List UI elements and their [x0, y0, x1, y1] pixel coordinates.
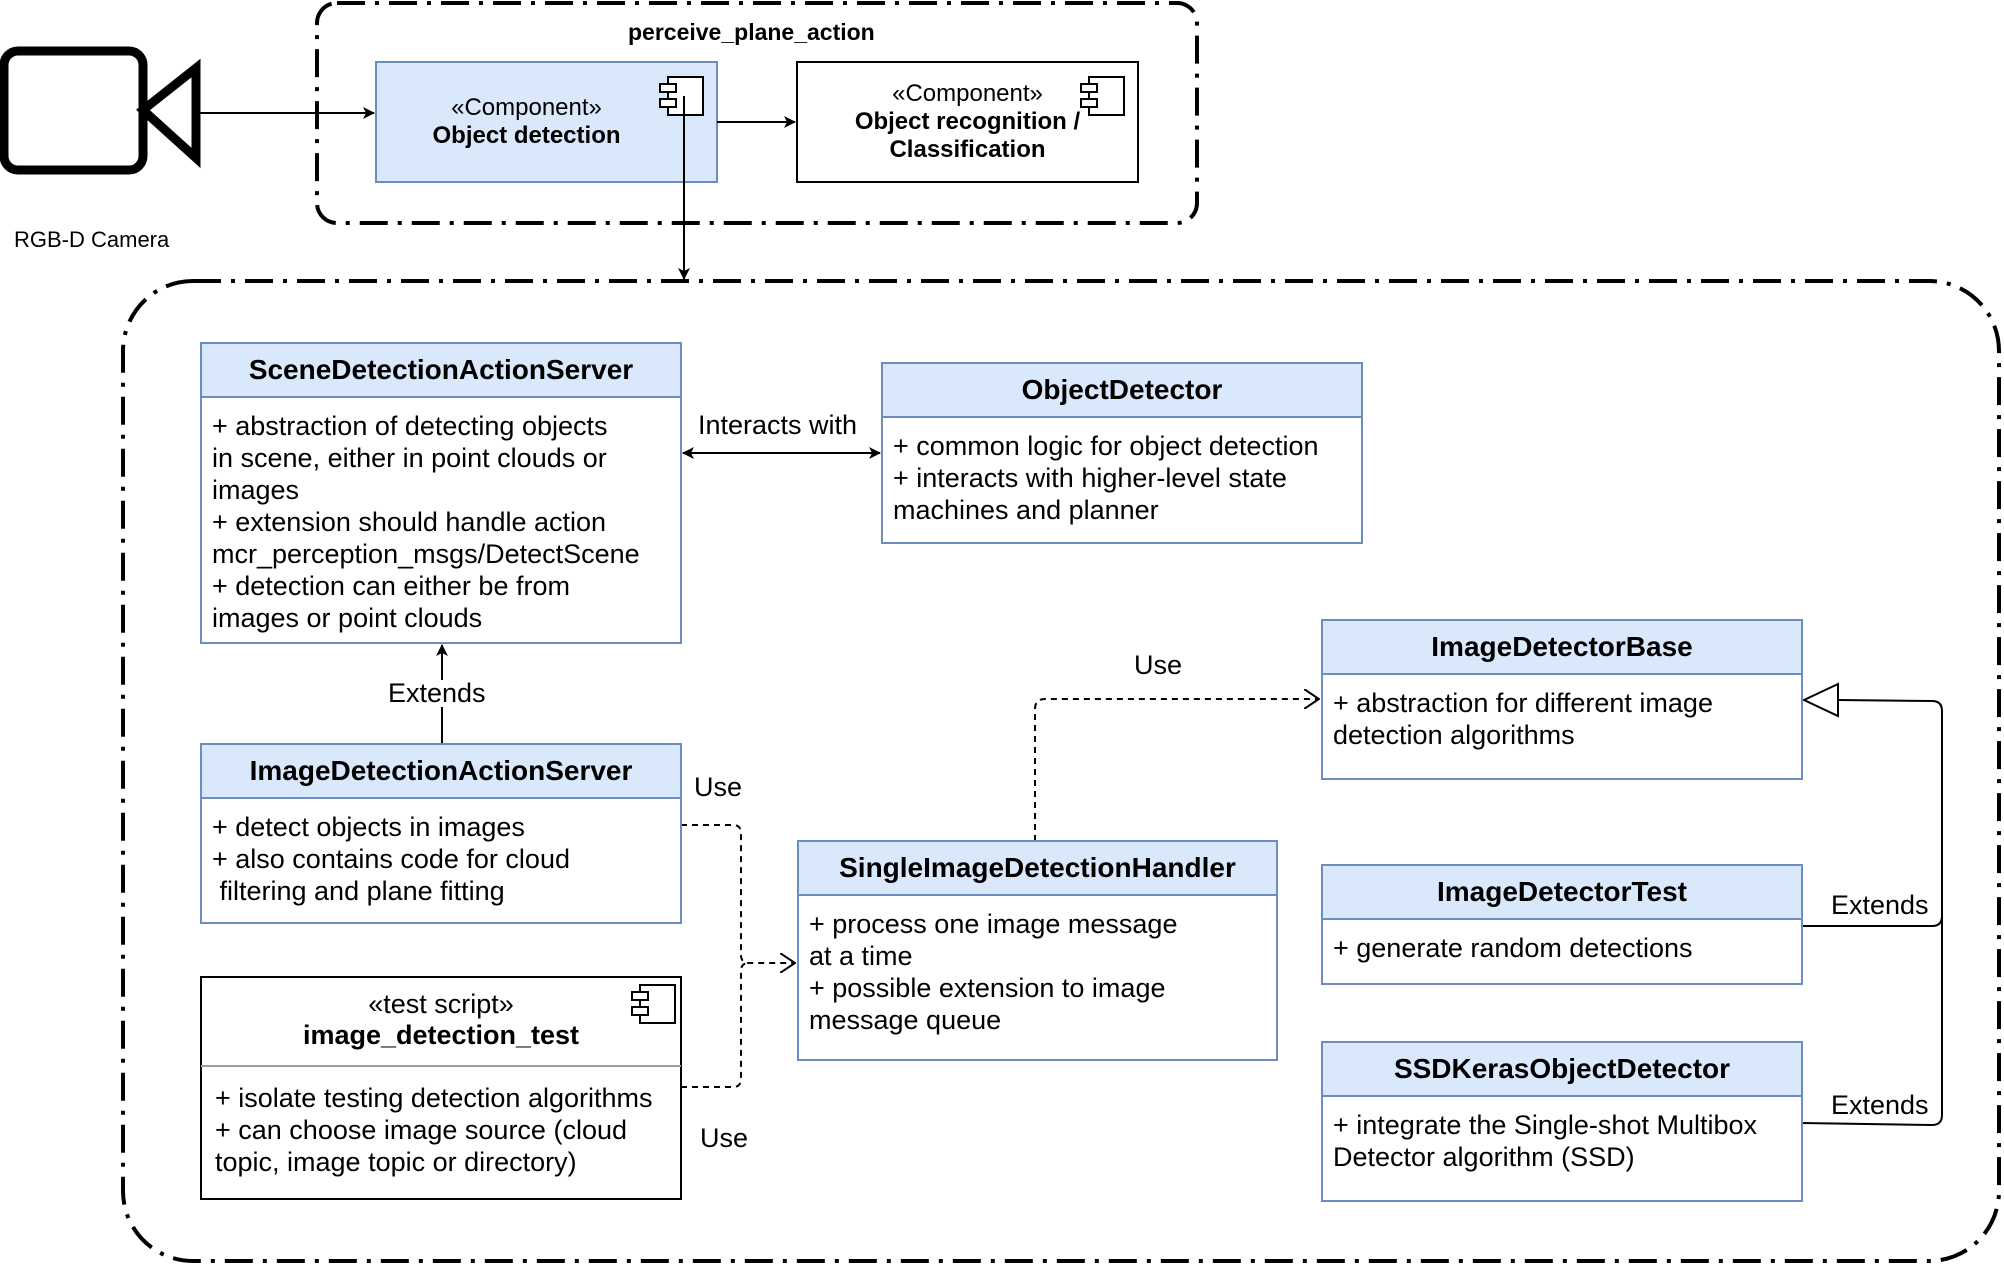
- image-detection-test-box[interactable]: [200, 976, 682, 1200]
- ssd-keras-object-detector-class[interactable]: SSDKerasObjectDetector + integrate the S…: [1321, 1041, 1803, 1202]
- component-name-line-2: Classification: [889, 136, 1046, 163]
- class-line: images or point clouds: [212, 603, 483, 633]
- class-line: + detect objects in images: [212, 812, 525, 842]
- scene-detection-action-server-class[interactable]: SceneDetectionActionServer + abstraction…: [200, 342, 682, 644]
- class-line: + abstraction for different image: [1333, 688, 1713, 718]
- class-body: + integrate the Single-shot Multibox Det…: [1323, 1097, 1801, 1173]
- extends-label: Extends: [1831, 890, 1929, 920]
- class-line: + possible extension to image: [809, 973, 1166, 1003]
- camera-label: RGB-D Camera: [14, 227, 170, 252]
- class-line: + abstraction of detecting objects: [212, 411, 608, 441]
- class-line: in scene, either in point clouds or: [212, 443, 607, 473]
- extends-ssd-arrow: [1801, 916, 1943, 1127]
- image-detection-action-server-class[interactable]: ImageDetectionActionServer + detect obje…: [200, 743, 682, 924]
- class-line: message queue: [809, 1005, 1002, 1035]
- test-script-line: + isolate testing detection algorithms: [215, 1083, 653, 1113]
- class-title: ImageDetectionActionServer: [202, 745, 680, 799]
- class-line: + interacts with higher-level state: [893, 463, 1287, 493]
- class-line: + extension should handle action: [212, 507, 607, 537]
- component-icon: [1080, 76, 1125, 116]
- extends-test-arrow: [1802, 699, 1943, 927]
- class-line: detection algorithms: [1333, 720, 1575, 750]
- image-detector-base-class[interactable]: ImageDetectorBase + abstraction for diff…: [1321, 619, 1803, 780]
- class-title: ImageDetectorTest: [1323, 866, 1801, 920]
- component-name-line-1: Object recognition /: [854, 108, 1081, 135]
- use-label: Use: [694, 772, 743, 802]
- component-stereotype: «Component»: [892, 80, 1043, 107]
- class-line: Detector algorithm (SSD): [1333, 1142, 1635, 1172]
- extends-label: Extends: [1831, 1090, 1929, 1120]
- test-script-line: + can choose image source (cloud: [215, 1115, 627, 1145]
- object-detector-class[interactable]: ObjectDetector + common logic for object…: [881, 362, 1363, 544]
- class-line: machines and planner: [893, 495, 1159, 525]
- class-title: ImageDetectorBase: [1323, 621, 1801, 675]
- class-body: + abstraction for different image detect…: [1323, 675, 1801, 751]
- object-detection-component-box[interactable]: [375, 61, 718, 183]
- top-group-title: perceive_plane_action: [628, 19, 875, 45]
- test-script-line: topic, image topic or directory): [215, 1147, 577, 1177]
- class-body: + common logic for object detection + in…: [883, 418, 1361, 526]
- use-test-arrow: [681, 962, 750, 1088]
- class-title: SingleImageDetectionHandler: [799, 842, 1276, 896]
- class-line: + integrate the Single-shot Multibox: [1333, 1110, 1757, 1140]
- use-label: Use: [1134, 650, 1183, 680]
- component-stereotype: «Component»: [451, 94, 602, 121]
- component-icon: [659, 76, 704, 116]
- class-body: + detect objects in images + also contai…: [202, 799, 680, 907]
- class-line: images: [212, 475, 300, 505]
- class-line: at a time: [809, 941, 913, 971]
- class-line: mcr_perception_msgs/DetectScene: [212, 539, 640, 569]
- interacts-with-label: Interacts with: [698, 410, 858, 440]
- inheritance-triangle-icon: [1801, 682, 1839, 718]
- class-line: + generate random detections: [1333, 933, 1693, 963]
- test-script-name: image_detection_test: [302, 1020, 580, 1050]
- class-title: SSDKerasObjectDetector: [1323, 1043, 1801, 1097]
- object-detection-component[interactable]: «Component» Object detection: [376, 62, 717, 182]
- class-line: + also contains code for cloud: [212, 844, 570, 874]
- test-script-body: + isolate testing detection algorithms +…: [215, 1082, 653, 1178]
- object-recognition-component-box[interactable]: [796, 61, 1139, 183]
- class-line: + process one image message: [809, 909, 1178, 939]
- component-name: Object detection: [432, 122, 621, 149]
- use-action-arrow: [681, 824, 795, 963]
- object-recognition-component[interactable]: «Component» Object recognition / Classif…: [797, 62, 1138, 182]
- single-image-detection-handler-class[interactable]: SingleImageDetectionHandler + process on…: [797, 840, 1278, 1061]
- object-detection-package: [121, 279, 2001, 1263]
- class-body: + process one image message at a time + …: [799, 896, 1276, 1036]
- use-base-arrow: [1034, 699, 1319, 841]
- class-body: + abstraction of detecting objects in sc…: [202, 398, 680, 634]
- test-script-stereotype: «test script»: [368, 989, 514, 1019]
- extends-label: Extends: [388, 678, 486, 708]
- component-icon: [631, 984, 676, 1024]
- class-title: ObjectDetector: [883, 364, 1361, 418]
- video-camera-icon: [0, 46, 201, 175]
- class-body: + generate random detections: [1323, 920, 1801, 964]
- image-detector-test-class[interactable]: ImageDetectorTest + generate random dete…: [1321, 864, 1803, 985]
- class-title: SceneDetectionActionServer: [202, 344, 680, 398]
- use-label: Use: [700, 1123, 749, 1153]
- class-line: + detection can either be from: [212, 571, 570, 601]
- class-line: filtering and plane fitting: [212, 876, 505, 906]
- class-line: + common logic for object detection: [893, 431, 1319, 461]
